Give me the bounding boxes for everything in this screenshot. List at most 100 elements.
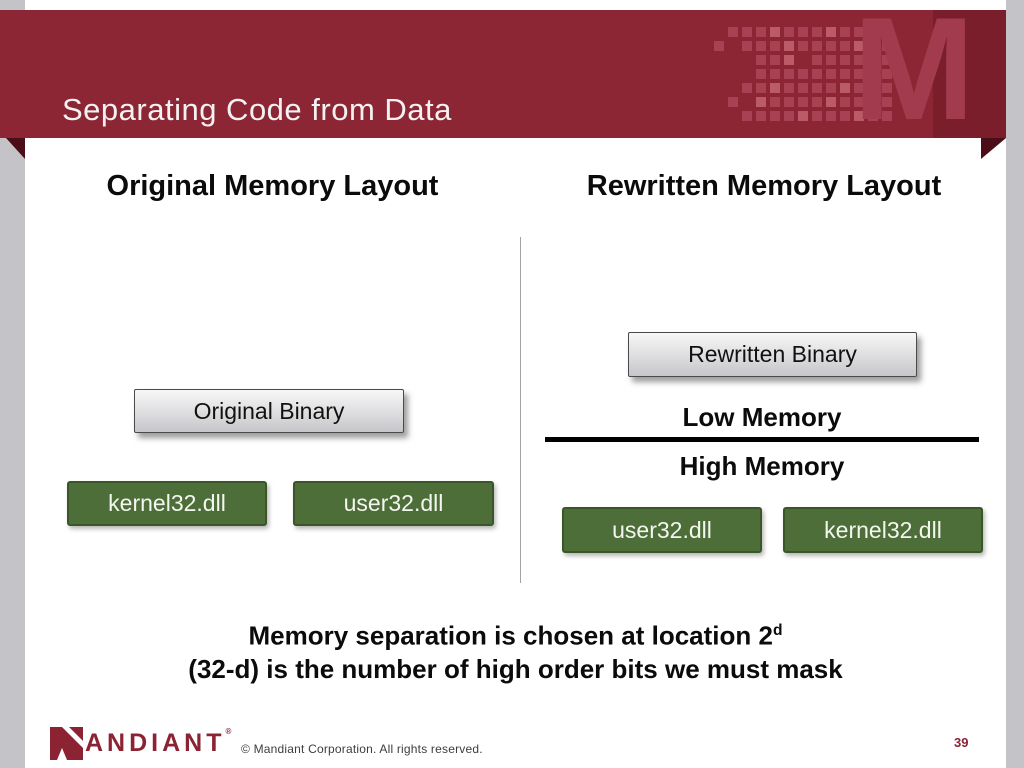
- decor-square: [854, 55, 864, 65]
- decor-square: [826, 111, 836, 121]
- ribbon-fold-left: [6, 138, 25, 159]
- caption-line2: (32-d) is the number of high order bits …: [188, 653, 843, 684]
- right-user32-box: user32.dll: [562, 507, 762, 553]
- decor-square: [868, 27, 878, 37]
- decor-square: [826, 97, 836, 107]
- decor-square: [756, 41, 766, 51]
- decor-square: [840, 55, 850, 65]
- decor-square: [840, 83, 850, 93]
- decor-square: [882, 97, 892, 107]
- caption-line1-text: Memory separation is chosen at location …: [248, 620, 773, 651]
- decor-square: [854, 69, 864, 79]
- right-column-heading: Rewritten Memory Layout: [586, 170, 942, 202]
- rewritten-binary-label: Rewritten Binary: [688, 341, 857, 367]
- decor-square: [812, 97, 822, 107]
- column-divider: [520, 237, 521, 583]
- decor-square: [728, 27, 738, 37]
- decor-square: [826, 83, 836, 93]
- decor-square: [770, 97, 780, 107]
- decor-square: [784, 69, 794, 79]
- left-user32-box: user32.dll: [293, 481, 494, 526]
- decor-square: [840, 69, 850, 79]
- decor-square: [770, 83, 780, 93]
- decor-square: [826, 27, 836, 37]
- decor-square: [812, 69, 822, 79]
- decor-square: [812, 27, 822, 37]
- decor-square: [868, 83, 878, 93]
- original-binary-box: Original Binary: [134, 389, 404, 433]
- decor-square: [742, 41, 752, 51]
- low-memory-label: Low Memory: [682, 402, 842, 432]
- decor-square: [840, 27, 850, 37]
- mandiant-logo-mark-icon: [50, 727, 83, 760]
- decor-square: [882, 55, 892, 65]
- right-user32-label: user32.dll: [612, 516, 712, 543]
- caption-line1-superscript: d: [772, 622, 783, 639]
- decor-square: [826, 69, 836, 79]
- decor-square: [868, 111, 878, 121]
- decor-square-pattern: [714, 27, 900, 127]
- decor-square: [770, 111, 780, 121]
- mandiant-logo: ANDIANT®: [50, 727, 235, 760]
- memory-separator-line: [545, 437, 979, 442]
- mandiant-m-watermark: M: [853, 10, 975, 138]
- decor-square: [882, 27, 892, 37]
- decor-square: [854, 27, 864, 37]
- decor-square: [728, 97, 738, 107]
- decor-square: [756, 27, 766, 37]
- decor-square: [854, 41, 864, 51]
- decor-square: [784, 97, 794, 107]
- header-dark-zone: [933, 10, 1006, 138]
- left-kernel32-box: kernel32.dll: [67, 481, 267, 526]
- brand-letters: ANDIANT: [85, 729, 226, 757]
- left-user32-label: user32.dll: [343, 490, 444, 516]
- decor-square: [784, 111, 794, 121]
- caption: Memory separation is chosen at location …: [25, 614, 1006, 686]
- original-binary-label: Original Binary: [193, 397, 345, 424]
- decor-square: [868, 55, 878, 65]
- decor-square: [840, 97, 850, 107]
- decor-square: [798, 27, 808, 37]
- header-band: M Separating Code from Data: [0, 10, 1006, 138]
- decor-square: [784, 83, 794, 93]
- decor-square: [812, 55, 822, 65]
- decor-square: [756, 55, 766, 65]
- decor-square: [854, 97, 864, 107]
- decor-square: [812, 111, 822, 121]
- right-kernel32-box: kernel32.dll: [783, 507, 983, 553]
- decor-square: [742, 27, 752, 37]
- left-kernel32-label: kernel32.dll: [108, 490, 226, 516]
- decor-square: [812, 41, 822, 51]
- decor-square: [854, 83, 864, 93]
- decor-square: [784, 55, 794, 65]
- decor-square: [798, 97, 808, 107]
- decor-square: [756, 111, 766, 121]
- decor-square: [882, 111, 892, 121]
- decor-square: [770, 41, 780, 51]
- ribbon-fold-right: [981, 138, 1006, 159]
- registered-mark: ®: [225, 727, 236, 736]
- rewritten-binary-box: Rewritten Binary: [628, 332, 917, 377]
- decor-square: [742, 83, 752, 93]
- decor-square: [784, 41, 794, 51]
- decor-square: [798, 83, 808, 93]
- caption-line1: Memory separation is chosen at location …: [25, 614, 1006, 653]
- decor-square: [784, 27, 794, 37]
- mandiant-logo-text: ANDIANT®: [85, 727, 235, 760]
- decor-square: [826, 55, 836, 65]
- decor-square: [798, 41, 808, 51]
- decor-square: [798, 69, 808, 79]
- decor-square: [770, 69, 780, 79]
- decor-square: [770, 55, 780, 65]
- decor-square: [868, 41, 878, 51]
- decor-square: [826, 41, 836, 51]
- decor-square: [882, 41, 892, 51]
- high-memory-label: High Memory: [679, 451, 845, 481]
- decor-square: [840, 111, 850, 121]
- decor-square: [868, 97, 878, 107]
- copyright-text: © Mandiant Corporation. All rights reser…: [241, 742, 483, 756]
- decor-square: [882, 83, 892, 93]
- decor-square: [812, 83, 822, 93]
- decor-square: [756, 97, 766, 107]
- slide-title: Separating Code from Data: [62, 92, 452, 127]
